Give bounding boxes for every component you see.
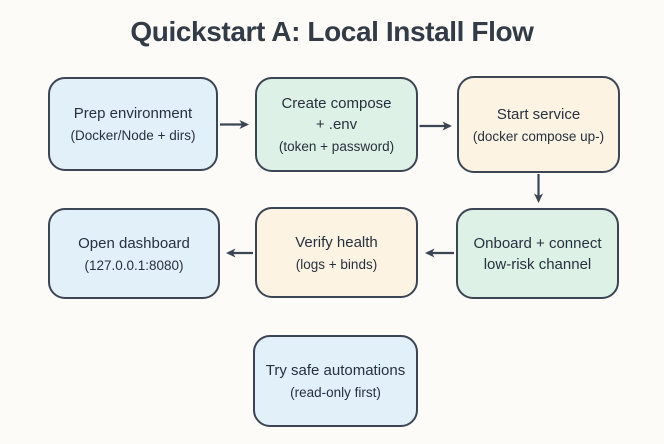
node-subtitle: (logs + binds) bbox=[295, 256, 378, 272]
node-verify-health: Verify health (logs + binds) bbox=[255, 207, 418, 298]
node-create-compose: Create compose + .env (token + password) bbox=[255, 77, 418, 172]
node-title: Prep environment bbox=[73, 105, 193, 122]
node-title: Verify health bbox=[295, 233, 378, 251]
diagram-title: Quickstart A: Local Install Flow bbox=[130, 16, 534, 47]
node-title: Try safe automations bbox=[265, 362, 406, 379]
node-subtitle: (docker compose up-) bbox=[472, 128, 605, 144]
node-prep-environment: Prep environment (Docker/Node + dirs) bbox=[48, 77, 218, 171]
node-title: Onboard + connect low-risk channel bbox=[473, 234, 602, 273]
node-start-service: Start service (docker compose up-) bbox=[457, 76, 620, 173]
node-title: Create compose + .env bbox=[281, 95, 392, 133]
node-try-safe-automations: Try safe automations (read-only first) bbox=[253, 335, 418, 427]
node-title: Start service bbox=[496, 105, 581, 123]
node-subtitle: (read-only first) bbox=[290, 385, 381, 400]
node-subtitle: (token + password) bbox=[278, 139, 395, 154]
node-subtitle: (127.0.0.1:8080) bbox=[84, 257, 184, 273]
node-title: Open dashboard bbox=[78, 234, 190, 252]
node-open-dashboard: Open dashboard (127.0.0.1:8080) bbox=[48, 208, 220, 299]
node-subtitle: (Docker/Node + dirs) bbox=[70, 128, 196, 143]
node-onboard-connect: Onboard + connect low-risk channel bbox=[456, 208, 619, 299]
